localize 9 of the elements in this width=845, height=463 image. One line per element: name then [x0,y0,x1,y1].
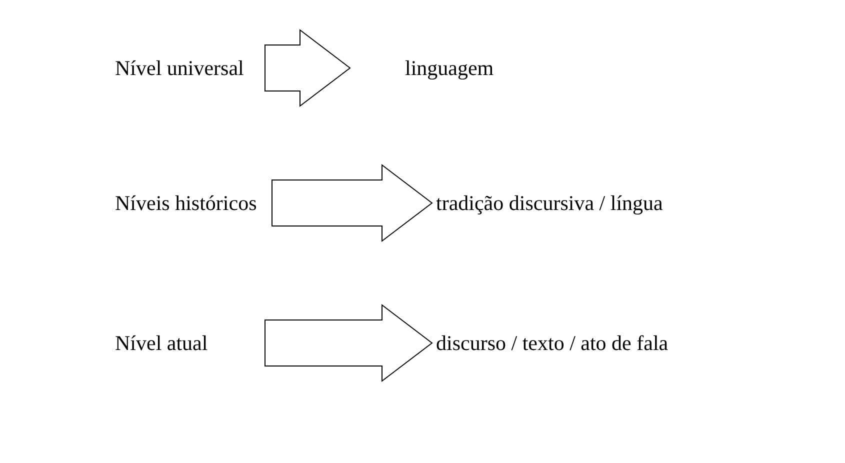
block-arrow [264,29,351,107]
level-text: Níveis históricos [105,188,272,218]
block-arrow [272,164,433,242]
level-text: Nível universal [105,53,265,83]
level-text: linguagem [350,53,650,83]
level-text: Nível atual [105,328,265,358]
level-text: discurso / texto / ato de fala [432,328,812,358]
level-text: tradição discursiva / língua [432,188,812,218]
block-arrow [264,304,433,382]
